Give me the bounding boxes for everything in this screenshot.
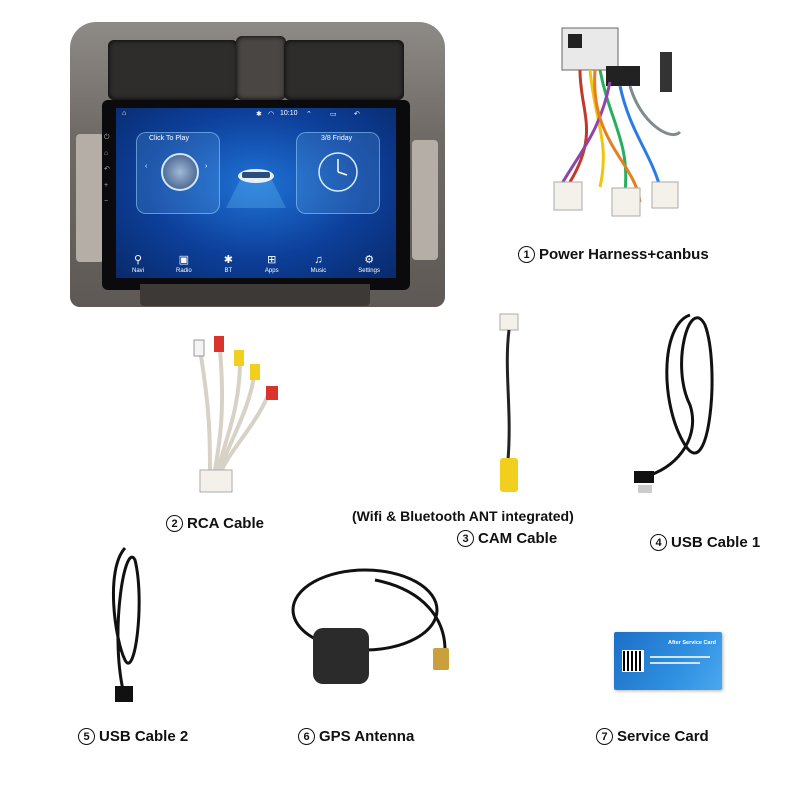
left-air-vent (108, 40, 238, 100)
usb-port-icon (634, 471, 654, 483)
screen-bezel: ⏻ ⌂ ↶ + − ⌂ ✱ ◠ 10:10 ⌃ ▭ ↶ Click To Pla… (102, 100, 410, 290)
gps-connector (433, 648, 449, 670)
car-illustration (226, 169, 286, 208)
service-card-title: After Service Card (668, 640, 716, 646)
caption-number: 3 (457, 530, 474, 547)
center-air-vent (236, 36, 286, 100)
click-to-play-label: Click To Play (149, 135, 189, 142)
caption-number: 2 (166, 515, 183, 532)
bluetooth-icon: ✱ (223, 254, 233, 266)
bluetooth-status-icon: ✱ (256, 111, 262, 118)
album-art (161, 153, 199, 191)
home-icon[interactable]: ⌂ (122, 110, 127, 117)
recent-apps-icon[interactable]: ▭ (330, 111, 337, 118)
head-unit-frame: ⏻ ⌂ ↶ + − ⌂ ✱ ◠ 10:10 ⌃ ▭ ↶ Click To Pla… (70, 22, 445, 307)
usb-connector (638, 485, 652, 493)
right-air-vent (284, 40, 404, 100)
rca-plug-red-2 (266, 386, 278, 400)
dock-item-radio[interactable]: ▣Radio (176, 254, 192, 274)
rca-connector (199, 469, 233, 493)
rca-plug-white (193, 339, 205, 357)
service-card-image: After Service Card (614, 632, 722, 690)
status-bar: ⌂ ✱ ◠ 10:10 ⌃ ▭ ↶ (116, 108, 396, 122)
music-note-icon: ♫ (314, 254, 323, 266)
usb-cable-2-wire (111, 546, 141, 691)
caption-usb-cable-1: 4 USB Cable 1 (650, 534, 760, 551)
antenna-adapter (660, 52, 672, 92)
card-text-line (650, 662, 700, 664)
rca-cable-image (193, 336, 278, 493)
caption-number: 1 (518, 246, 535, 263)
dock-item-navi[interactable]: ⚲Navi (132, 254, 145, 274)
caption-number: 5 (78, 728, 95, 745)
usb-port-icon (115, 686, 133, 702)
power-icon[interactable]: ⏻ (104, 134, 110, 141)
unit-bottom-mount (140, 284, 370, 306)
canbus-qr-code (568, 34, 582, 48)
caption-rca-cable: 2 RCA Cable (166, 515, 264, 532)
chevron-up-icon[interactable]: ⌃ (306, 111, 312, 118)
music-widget[interactable]: Click To Play ‹ › (136, 132, 220, 214)
volume-up-icon[interactable]: + (104, 182, 109, 189)
cam-wire (505, 329, 511, 461)
usb-cable-2-image (111, 546, 141, 702)
caption-number: 6 (298, 728, 315, 745)
right-side-panel (412, 140, 438, 260)
cam-cable-note: (Wifi & Bluetooth ANT integrated) (352, 508, 574, 524)
harness-plug-center (611, 187, 641, 217)
usb-cable-1-image (634, 313, 714, 493)
previous-track-icon[interactable]: ‹ (145, 163, 148, 170)
harness-wires (558, 69, 682, 203)
wifi-status-icon: ◠ (268, 111, 275, 118)
dock-item-settings[interactable]: ⚙Settings (358, 254, 380, 274)
rca-plug-yellow-2 (250, 364, 260, 380)
harness-plug-right (651, 181, 679, 209)
cam-rca-plug-yellow (500, 458, 518, 492)
caption-power-harness: 1 Power Harness+canbus (518, 246, 709, 263)
caption-cam-cable: 3 CAM Cable (457, 530, 557, 547)
gps-cable-lead (374, 578, 447, 651)
location-pin-icon: ⚲ (133, 254, 143, 266)
date-label: 3/8 Friday (321, 135, 353, 142)
apps-icon: ⊞ (267, 254, 277, 266)
caption-number: 7 (596, 728, 613, 745)
status-time: 10:10 (280, 110, 298, 117)
caption-usb-cable-2: 5 USB Cable 2 (78, 728, 188, 745)
next-track-icon[interactable]: › (205, 163, 208, 170)
gps-antenna-puck (313, 628, 369, 684)
cam-connector (499, 313, 519, 331)
qr-code-icon (622, 650, 644, 672)
rca-plug-red (214, 336, 224, 352)
volume-down-icon[interactable]: − (104, 198, 109, 205)
analog-clock-icon (318, 152, 358, 192)
home-icon[interactable]: ⌂ (104, 150, 109, 157)
bezel-side-buttons: ⏻ ⌂ ↶ + − (104, 130, 114, 210)
caption-service-card: 7 Service Card (596, 728, 709, 745)
left-side-panel (76, 134, 104, 262)
dock-item-music[interactable]: ♫Music (310, 254, 327, 274)
card-text-line (650, 656, 710, 658)
back-icon[interactable]: ↶ (354, 111, 360, 118)
harness-connector-black (606, 66, 640, 86)
road-grid (226, 178, 286, 208)
app-dock: ⚲Navi ▣Radio ✱BT ⊞Apps ♫Music ⚙Settings (116, 238, 396, 278)
clock-widget[interactable]: 3/8 Friday (296, 132, 380, 214)
back-icon[interactable]: ↶ (104, 166, 110, 173)
usb-cable-1-wire (649, 313, 714, 477)
cam-cable-image (499, 313, 519, 492)
caption-gps-antenna: 6 GPS Antenna (298, 728, 414, 745)
head-unit-screen[interactable]: ⌂ ✱ ◠ 10:10 ⌃ ▭ ↶ Click To Play ‹ › 3/8 (116, 108, 396, 278)
dock-item-bt[interactable]: ✱BT (223, 254, 233, 274)
radio-icon: ▣ (178, 254, 190, 266)
rca-plug-yellow (234, 350, 244, 366)
car-windshield (242, 172, 270, 178)
dock-item-apps[interactable]: ⊞Apps (264, 254, 279, 274)
power-harness-image (553, 27, 682, 217)
gps-antenna-image (291, 568, 449, 684)
gear-icon: ⚙ (364, 254, 375, 266)
caption-number: 4 (650, 534, 667, 551)
harness-plug-left (553, 181, 583, 211)
